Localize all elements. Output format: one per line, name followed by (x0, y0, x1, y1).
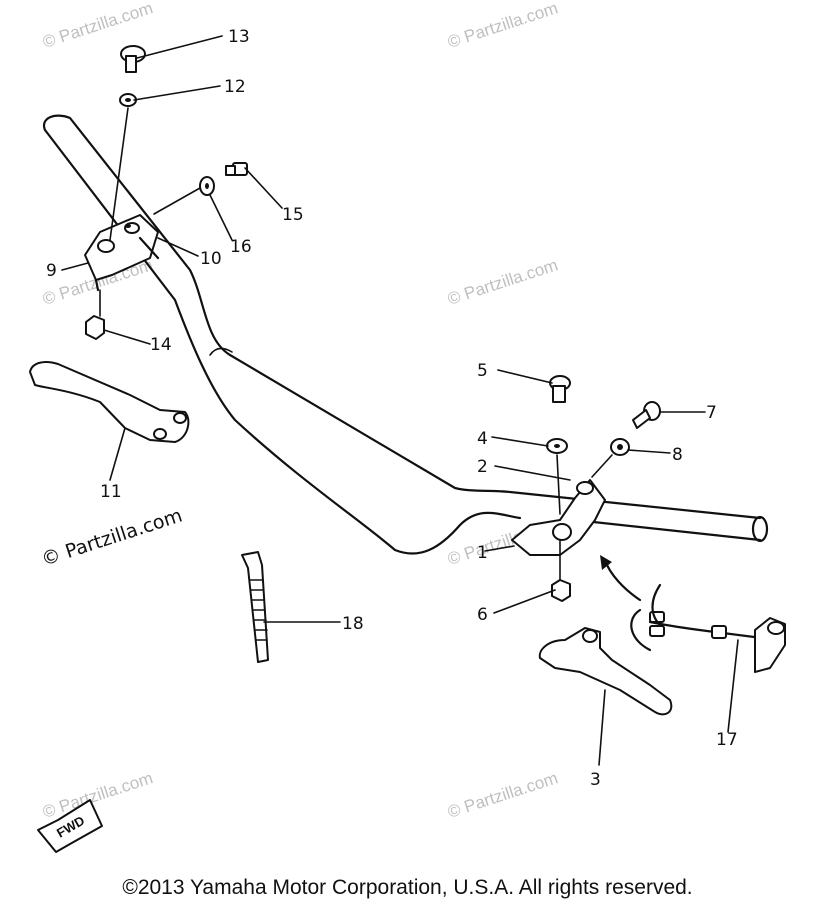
callout-12: 12 (224, 77, 246, 97)
callout-8: 8 (672, 445, 683, 465)
callout-5: 5 (477, 361, 488, 381)
callout-4: 4 (477, 429, 488, 449)
callout-15: 15 (282, 205, 304, 225)
watermark: © Partzilla.com (445, 255, 560, 308)
callout-13: 13 (228, 27, 250, 47)
callout-1: 1 (477, 543, 488, 563)
watermark-dark: © Partzilla.com (39, 505, 185, 571)
part-18-cable-tie (241, 551, 269, 663)
part-3-lever (538, 627, 673, 716)
handlebar (42, 114, 769, 555)
leader-lines (61, 35, 739, 766)
install-arrow (600, 555, 662, 652)
callout-7: 7 (706, 403, 717, 423)
watermark: © Partzilla.com (40, 0, 155, 52)
part-15-bolt (225, 162, 248, 176)
callout-11: 11 (100, 482, 122, 502)
callout-3: 3 (590, 770, 601, 790)
part-16-nut (199, 176, 215, 196)
copyright-notice: ©2013 Yamaha Motor Corporation, U.S.A. A… (122, 876, 693, 899)
part-11-lever (29, 361, 190, 443)
part-14-nut (85, 315, 105, 340)
part-4-washer (546, 438, 568, 454)
watermark: © Partzilla.com (445, 0, 560, 52)
callout-18: 18 (342, 614, 364, 634)
part-8-nut (610, 438, 630, 456)
left-holder (84, 214, 160, 292)
callout-9: 9 (46, 261, 57, 281)
callout-14: 14 (150, 335, 172, 355)
callout-6: 6 (477, 605, 488, 625)
callouts: 13 12 15 16 10 9 14 11 5 7 4 8 2 1 6 18 … (46, 27, 738, 790)
part-17-switch (648, 611, 786, 673)
watermark: © Partzilla.com (40, 768, 155, 821)
part-13-bolt (120, 45, 146, 73)
callout-10: 10 (200, 249, 222, 269)
callout-16: 16 (230, 237, 252, 257)
watermark: © Partzilla.com (445, 768, 560, 821)
right-holder (511, 479, 606, 556)
callout-17: 17 (716, 730, 738, 750)
part-7-bolt (632, 401, 661, 429)
callout-2: 2 (477, 457, 488, 477)
part-5-bolt (549, 375, 571, 403)
